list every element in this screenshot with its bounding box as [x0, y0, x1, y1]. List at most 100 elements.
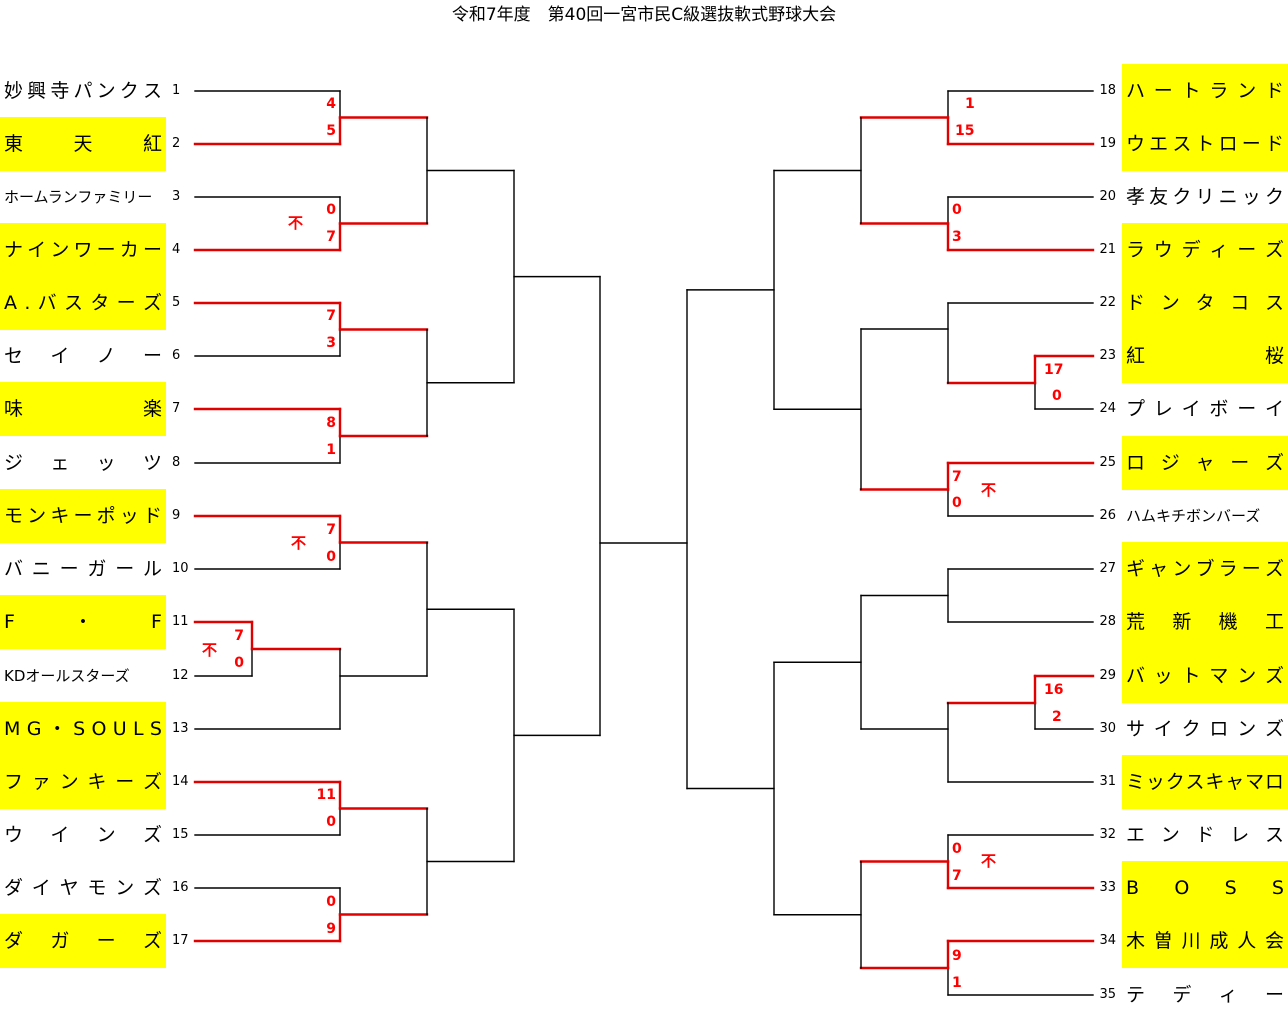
team-name-char: ト — [1181, 80, 1201, 102]
team-name-char: ー — [59, 558, 79, 580]
team-name-char: 楽 — [142, 398, 162, 420]
team-name-char: S — [1224, 877, 1237, 899]
team-name-char: ー — [1153, 80, 1173, 102]
seed-number: 6 — [172, 348, 181, 363]
team-name-char: ズ — [1264, 718, 1284, 740]
team-name-char: L — [132, 718, 144, 740]
team-name-char: ダ — [4, 877, 24, 899]
team-name-char: ミ — [1126, 771, 1146, 793]
team-name-char: キ — [50, 505, 70, 527]
team-name-char: ス — [142, 80, 162, 102]
seed-number: 25 — [1099, 455, 1116, 470]
score: 7 — [234, 628, 244, 644]
winner-highlight — [1122, 436, 1288, 490]
score: 7 — [952, 469, 962, 485]
team-name-text: ハムキチボンバーズ — [1126, 507, 1261, 525]
team-name-char: ・ — [73, 611, 93, 633]
team-name-char: 紅 — [142, 133, 162, 155]
seed-number: 19 — [1099, 136, 1116, 151]
team-name-char: ウ — [1126, 133, 1146, 155]
seed-number: 33 — [1099, 880, 1116, 895]
team-name-char: ー — [96, 930, 116, 952]
team-name-char: O — [91, 718, 107, 740]
team-name-char: F — [4, 611, 15, 633]
seed-number: 4 — [172, 242, 181, 257]
team-name-char: 木 — [1126, 930, 1146, 952]
team-name-char: ナ — [4, 239, 24, 261]
team-name: ダイヤモンズ — [4, 866, 162, 910]
team-name-char: イ — [1153, 718, 1173, 740]
seed-number: 24 — [1099, 401, 1116, 416]
team-name-char: ラ — [1218, 558, 1238, 580]
team-name-char: S — [1271, 877, 1284, 899]
team-name-char: A — [4, 292, 17, 314]
team-name-char: テ — [1126, 984, 1146, 1006]
winner-highlight — [0, 702, 166, 809]
team-name-char: マ — [1209, 665, 1229, 687]
team-name-text: ホームランファミリー — [4, 188, 153, 206]
team-name-char: ト — [1181, 665, 1201, 687]
winner-highlight — [1122, 64, 1288, 171]
team-name-char: イ — [31, 877, 51, 899]
team-name-char: ー — [116, 292, 136, 314]
score: 0 — [326, 202, 336, 218]
team-name-char: タ — [90, 292, 110, 314]
team-name-char: キ — [1205, 771, 1225, 793]
forfeit-mark: 不 — [202, 641, 218, 659]
team-name-char: ッ — [1241, 186, 1261, 208]
team-name-char: エ — [1126, 824, 1146, 846]
team-name-char: ズ — [142, 824, 162, 846]
team-name: プレイボーイ — [1126, 387, 1284, 431]
team-name-char: 孝 — [1126, 186, 1146, 208]
team-name-char: S — [73, 718, 86, 740]
seed-number: 35 — [1099, 987, 1116, 1002]
team-name-char: パ — [73, 80, 93, 102]
team-name-char: ィ — [1218, 984, 1238, 1006]
seed-number: 22 — [1099, 295, 1116, 310]
seed-number: 15 — [172, 827, 189, 842]
team-name-char: ス — [64, 292, 84, 314]
team-name-char: ス — [1264, 824, 1284, 846]
team-name-char: ャ — [1225, 771, 1245, 793]
seed-number: 27 — [1099, 561, 1116, 576]
team-name-char: 寺 — [50, 80, 70, 102]
score: 1 — [952, 975, 962, 991]
score: 11 — [316, 787, 336, 803]
team-name-char: モ — [4, 505, 24, 527]
team-name-char: ィ — [1209, 239, 1229, 261]
team-name-char: ロ — [1209, 718, 1229, 740]
team-name-char: ー — [115, 558, 135, 580]
team-name-char: バ — [1126, 665, 1146, 687]
team-name-char: ト — [1195, 133, 1215, 155]
team-name: ドンタコス — [1126, 281, 1284, 325]
team-name-char: ン — [1160, 292, 1180, 314]
seed-number: 17 — [172, 933, 189, 948]
team-name: F・F — [4, 600, 162, 644]
team-name: ギャンブラーズ — [1126, 547, 1284, 591]
forfeit-mark: 不 — [981, 481, 997, 499]
team-name-char: ッ — [96, 452, 116, 474]
team-name-char: イ — [50, 345, 70, 367]
team-name-char: バ — [4, 558, 24, 580]
team-name-char: ロ — [1218, 133, 1238, 155]
team-name-char: ダ — [4, 930, 24, 952]
seed-number: 9 — [172, 508, 181, 523]
team-name-char: ガ — [50, 930, 70, 952]
team-name-char: ス — [1172, 133, 1192, 155]
team-name-char: ッ — [1145, 771, 1165, 793]
team-name-char: ズ — [1264, 558, 1284, 580]
team-name: ハムキチボンバーズ — [1126, 494, 1284, 538]
team-name: KDオールスターズ — [4, 654, 162, 698]
team-name-char: ズ — [1264, 665, 1284, 687]
team-name-char: 妙 — [4, 80, 24, 102]
team-name-char: B — [1126, 877, 1140, 899]
team-name-char: S — [149, 718, 162, 740]
score: 16 — [1044, 682, 1064, 698]
seed-number: 10 — [172, 561, 189, 576]
team-name-char: 新 — [1172, 611, 1192, 633]
seed-number: 8 — [172, 455, 181, 470]
team-name-char: U — [112, 718, 127, 740]
team-name-char: ャ — [1149, 558, 1169, 580]
seed-number: 12 — [172, 668, 189, 683]
team-name-char: セ — [4, 345, 24, 367]
